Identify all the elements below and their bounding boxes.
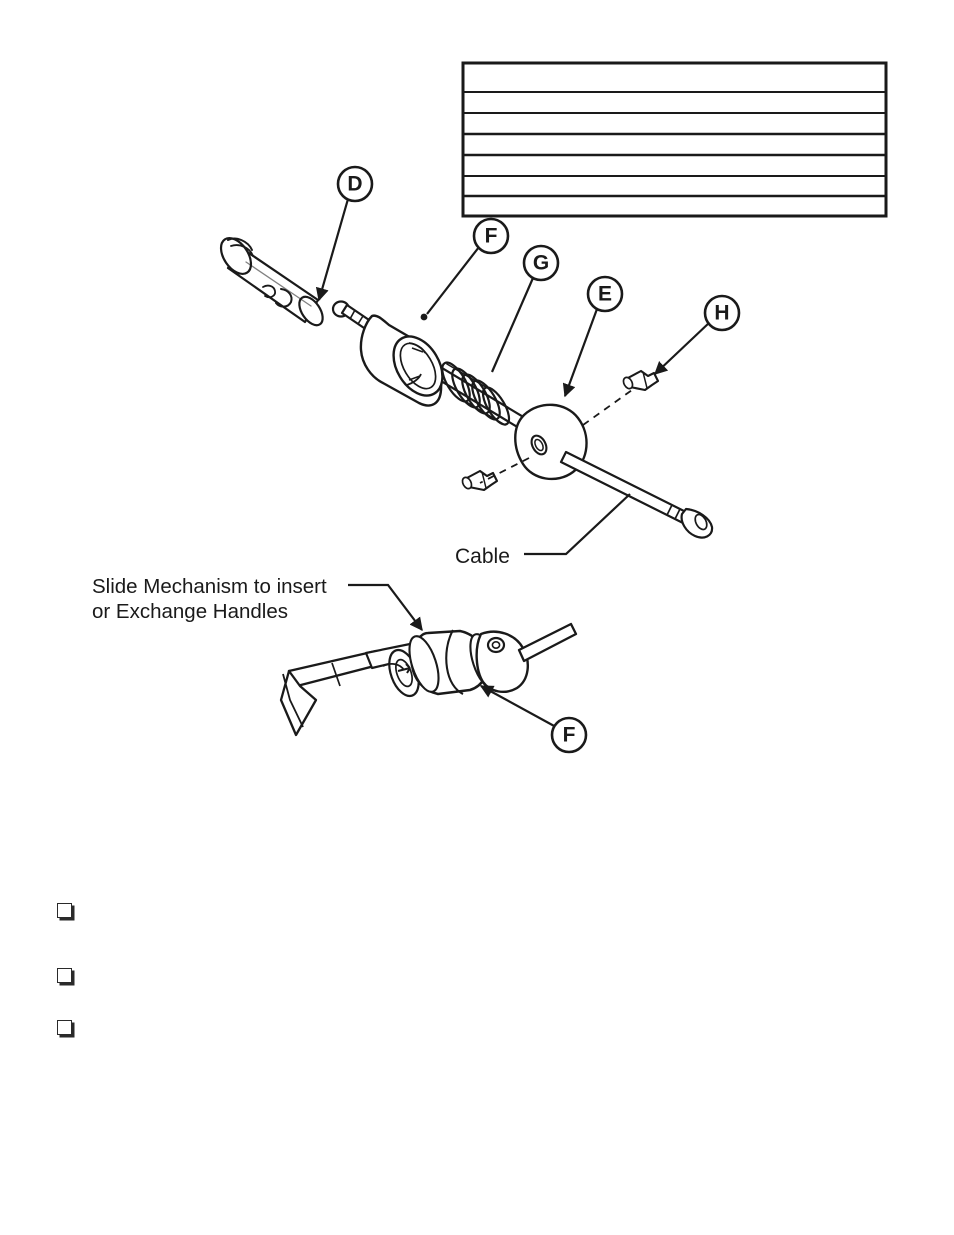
callout-bubble-f-detail[interactable]: F — [550, 716, 588, 754]
part-d-collet — [219, 237, 324, 327]
part-g-spring — [441, 361, 511, 426]
checkbox-bullet-1[interactable] — [57, 903, 72, 918]
exploded-assembly-figure: D F G E H — [219, 165, 741, 556]
detail-body-cone — [475, 630, 529, 694]
detail-leaders — [348, 583, 557, 728]
detail-cable — [517, 622, 578, 663]
set-screw-lower — [461, 469, 499, 492]
part-f-sleeve — [359, 313, 444, 407]
callout-label-f: F — [485, 225, 498, 248]
assembly-dashed-lines — [479, 389, 633, 484]
cable-label: Cable — [455, 545, 510, 568]
slide-mechanism-label-line1: Slide Mechanism to insert — [92, 575, 327, 598]
callout-bubble-g[interactable]: G — [522, 244, 560, 282]
callout-label-h: H — [714, 302, 729, 325]
callout-label-g: G — [533, 252, 549, 275]
cable-rod — [559, 450, 714, 539]
handle-blade — [279, 649, 384, 737]
checkbox-bullet-2[interactable] — [57, 968, 72, 983]
callout-leaders-upper — [315, 198, 711, 398]
callout-label-d: D — [347, 173, 362, 196]
slide-mechanism-label-line2: or Exchange Handles — [92, 600, 289, 623]
callout-bubble-e[interactable]: E — [586, 275, 624, 313]
callout-label-e: E — [598, 283, 612, 306]
callout-bubble-f[interactable]: F — [472, 217, 510, 255]
callout-label-f-detail: F — [563, 724, 576, 747]
handle-detail-figure: F — [279, 583, 588, 754]
callout-bubble-h[interactable]: H — [703, 294, 741, 332]
specification-table — [461, 61, 888, 218]
callout-bubble-d[interactable]: D — [336, 165, 374, 203]
cable-leader-line — [524, 493, 631, 556]
part-h-set-screw — [622, 369, 660, 392]
checkbox-bullet-3[interactable] — [57, 1020, 72, 1035]
